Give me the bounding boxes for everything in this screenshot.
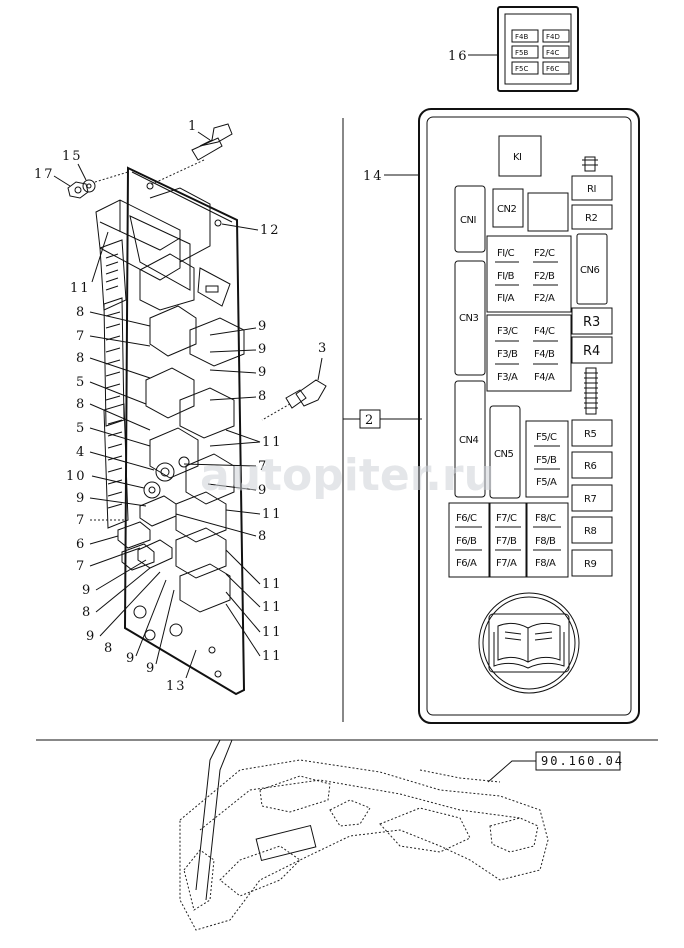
fuse-board-assembly: 1 3 15 17 12 9 9 9 8 11 7 xyxy=(34,119,328,696)
dashboard-location-view: 90.160.04 xyxy=(36,739,658,931)
fuse-f7c: F7/C xyxy=(496,513,517,524)
callout-17: 17 xyxy=(34,167,55,182)
fuse-f7a: F7/A xyxy=(496,558,517,569)
callout-10: 10 xyxy=(66,469,87,484)
fuse-f6b: F6/B xyxy=(456,536,477,547)
callout-9: 9 xyxy=(126,651,136,666)
fuse-f5b: F5/B xyxy=(536,455,557,466)
manual-book-icon xyxy=(478,592,580,694)
fuse-f5a: F5/A xyxy=(536,477,557,488)
callout-9: 9 xyxy=(258,483,268,498)
connector-cn1: CNI xyxy=(460,215,476,226)
callout-1: 1 xyxy=(188,119,198,134)
fuse-legend-16: F4B F4D F5B F4C F5C F6C 16 xyxy=(448,6,579,92)
fuse-f4c: F4/C xyxy=(534,326,555,337)
callout-11: 11 xyxy=(262,507,283,522)
fuse-f2b: F2/B xyxy=(534,271,555,282)
fuse-f2a: F2/A xyxy=(534,293,555,304)
legend-label: F4D xyxy=(546,33,560,41)
fuse-f7b: F7/B xyxy=(496,536,517,547)
legend-label: F6C xyxy=(546,65,559,73)
callout-9: 9 xyxy=(258,319,268,334)
relay-r9: R9 xyxy=(584,559,596,570)
fuse-f8c: F8/C xyxy=(535,513,556,524)
callout-7: 7 xyxy=(76,559,86,574)
callout-8: 8 xyxy=(258,529,268,544)
callout-14: 14 xyxy=(363,169,384,184)
callout-9: 9 xyxy=(86,629,96,644)
terminal-strip xyxy=(584,367,598,415)
callout-8: 8 xyxy=(76,305,86,320)
callout-3: 3 xyxy=(318,341,328,356)
callout-9: 9 xyxy=(258,342,268,357)
relay-r1: RI xyxy=(587,184,596,195)
connector-cn5: CN5 xyxy=(494,449,513,460)
callout-11: 11 xyxy=(262,649,283,664)
callout-9: 9 xyxy=(258,365,268,380)
fuse-panel-14: 14 KI CNI CN2 RI R2 FI/C FI/B FI/A F2/C … xyxy=(363,108,640,724)
connector-cn3: CN3 xyxy=(459,313,478,324)
callout-11: 11 xyxy=(262,600,283,615)
fuse-f3c: F3/C xyxy=(497,326,518,337)
legend-label: F4B xyxy=(515,33,528,41)
legend-label: F5B xyxy=(515,49,528,57)
reference-code: 90.160.04 xyxy=(541,754,624,768)
callout-9: 9 xyxy=(76,491,86,506)
relay-k1: KI xyxy=(513,152,522,163)
connector-cn4: CN4 xyxy=(459,435,478,446)
fuse-f1a: FI/A xyxy=(497,293,515,304)
callout-11: 11 xyxy=(262,435,283,450)
fuse-f2c: F2/C xyxy=(534,248,555,259)
relay-r8: R8 xyxy=(584,526,596,537)
watermark: autopiter.ru xyxy=(200,450,495,501)
callout-13: 13 xyxy=(166,679,187,694)
callout-16: 16 xyxy=(448,49,469,64)
relay-r6: R6 xyxy=(584,461,596,472)
relay-r5: R5 xyxy=(584,429,596,440)
callout-8: 8 xyxy=(82,605,92,620)
callout-15: 15 xyxy=(62,149,83,164)
connector-cn2: CN2 xyxy=(497,204,516,215)
callout-11: 11 xyxy=(262,625,283,640)
callout-12: 12 xyxy=(260,223,281,238)
callout-2: 2 xyxy=(365,413,375,428)
callout-8: 8 xyxy=(76,397,86,412)
legend-label: F5C xyxy=(515,65,528,73)
fuse-f1b: FI/B xyxy=(497,271,515,282)
relay-r3: R3 xyxy=(583,315,600,330)
callout-9: 9 xyxy=(146,661,156,676)
fuse-f8b: F8/B xyxy=(535,536,556,547)
callout-6: 6 xyxy=(76,537,86,552)
washer-15 xyxy=(82,179,96,193)
callout-7: 7 xyxy=(76,513,86,528)
callout-8: 8 xyxy=(76,351,86,366)
fuse-f3b: F3/B xyxy=(497,349,518,360)
callout-8: 8 xyxy=(104,641,114,656)
callout-11: 11 xyxy=(262,577,283,592)
relay-r2: R2 xyxy=(585,213,597,224)
separator: 2 xyxy=(342,118,422,722)
fuse-f4b: F4/B xyxy=(534,349,555,360)
fuse-f8a: F8/A xyxy=(535,558,556,569)
fuse-f6a: F6/A xyxy=(456,558,477,569)
callout-11: 11 xyxy=(70,281,91,296)
callout-8: 8 xyxy=(258,389,268,404)
relay-r7: R7 xyxy=(584,494,596,505)
relay-r4: R4 xyxy=(583,344,600,359)
callout-7: 7 xyxy=(76,329,86,344)
callout-9: 9 xyxy=(82,583,92,598)
callout-5: 5 xyxy=(76,421,86,436)
fuse-f3a: F3/A xyxy=(497,372,518,383)
callout-7: 7 xyxy=(258,459,268,474)
fuse-f6c: F6/C xyxy=(456,513,477,524)
connector-cn6: CN6 xyxy=(580,265,599,276)
callout-5: 5 xyxy=(76,375,86,390)
legend-label: F4C xyxy=(546,49,559,57)
callout-4: 4 xyxy=(76,445,86,460)
fuse-f5c: F5/C xyxy=(536,432,557,443)
fuse-f4a: F4/A xyxy=(534,372,555,383)
fuse-f1c: FI/C xyxy=(497,248,515,259)
